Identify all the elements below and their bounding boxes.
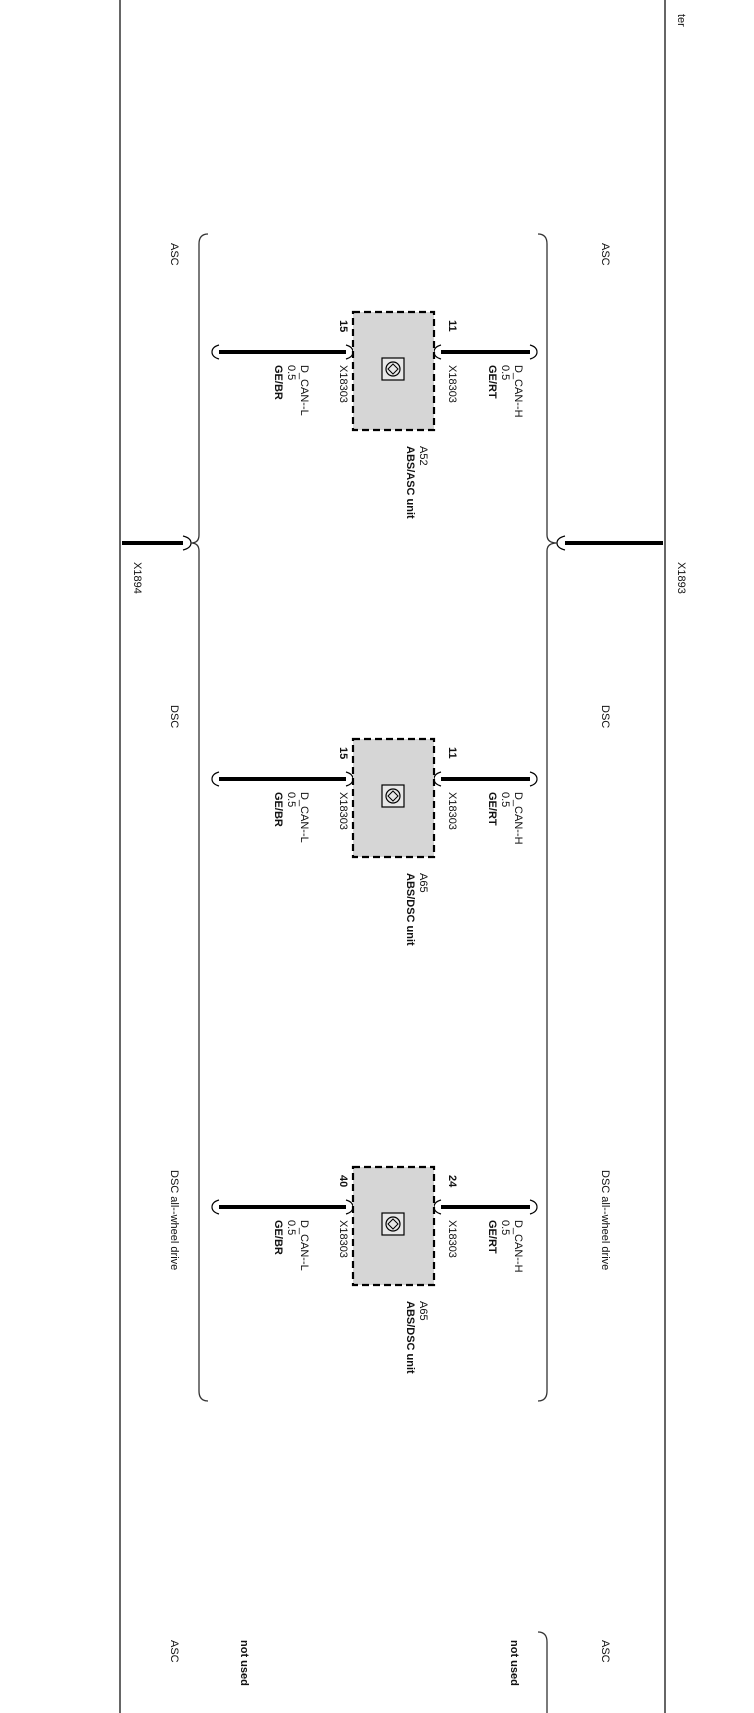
footer-not-used: ASC not used not used ASC	[168, 1631, 611, 1713]
low-connector-id: X18303	[337, 1220, 349, 1258]
low-pin-number: 15	[337, 747, 349, 759]
low-pin-number: 40	[337, 1175, 349, 1187]
low-wire-color: GE/BR	[272, 1220, 284, 1255]
low-signal-name: D_CAN--L	[298, 365, 310, 416]
high-wire-color: GE/RT	[486, 365, 498, 399]
low-wire-color: GE/BR	[272, 792, 284, 827]
splice-connector-right-label: X1893	[675, 562, 687, 594]
high-signal-name: D_CAN--H	[512, 365, 524, 418]
control-unit-icon	[385, 1216, 401, 1232]
variant-asc: ASC ASC 15 X18303 D_CAN--L 0.5 GE/BR 11 …	[168, 243, 611, 519]
footer-not-used-right: not used	[508, 1640, 520, 1686]
control-unit-icon-frame	[381, 1212, 405, 1236]
high-connector-id: X18303	[446, 792, 458, 830]
low-wire-size: 0.5	[285, 1220, 297, 1235]
high-connector-id: X18303	[446, 365, 458, 403]
module-name: ABS/DSC unit	[404, 873, 416, 946]
high-wire-color: GE/RT	[486, 1220, 498, 1254]
variant-dsc: DSC DSC 15 X18303 D_CAN--L 0.5 GE/BR 11 …	[168, 705, 611, 946]
variant-left-label: DSC	[168, 705, 180, 728]
low-wire-size: 0.5	[285, 792, 297, 807]
footer-right-brace	[537, 1631, 548, 1713]
left-variant-brace	[190, 233, 209, 1402]
control-unit-icon	[385, 788, 401, 804]
high-pin-number: 11	[446, 747, 458, 759]
module-code: A65	[417, 873, 429, 893]
variant-right-label: ASC	[599, 243, 611, 266]
can-low-wire-end	[211, 344, 220, 360]
module-name: ABS/ASC unit	[404, 446, 416, 519]
module-name: ABS/DSC unit	[404, 1301, 416, 1374]
low-pin-number: 15	[337, 320, 349, 332]
splice-right-hook	[556, 535, 566, 551]
header-fragment: ter	[675, 14, 687, 27]
high-signal-name: D_CAN--H	[512, 792, 524, 845]
low-wire-size: 0.5	[285, 365, 297, 380]
module-code: A52	[417, 446, 429, 466]
module-code: A65	[417, 1301, 429, 1321]
can-high-wire-end	[529, 771, 538, 787]
high-wire-size: 0.5	[499, 792, 511, 807]
splice-connector-left-label: X1894	[131, 562, 143, 594]
low-connector-id: X18303	[337, 365, 349, 403]
high-wire-color: GE/RT	[486, 792, 498, 826]
high-wire-size: 0.5	[499, 365, 511, 380]
control-unit-icon-mark	[387, 1218, 399, 1230]
footer-not-used-left: not used	[238, 1640, 250, 1686]
can-low-wire-end	[211, 1199, 220, 1215]
variant-right-label: DSC all--wheel drive	[599, 1170, 611, 1270]
footer-variant-left: ASC	[168, 1640, 180, 1663]
low-connector-id: X18303	[337, 792, 349, 830]
high-pin-number: 24	[446, 1175, 458, 1188]
splice-left-hook	[182, 535, 192, 551]
right-variant-brace	[537, 233, 558, 1402]
control-unit-icon-frame	[381, 784, 405, 808]
footer-variant-right: ASC	[599, 1640, 611, 1663]
can-high-wire-end	[529, 1199, 538, 1215]
can-high-wire-end	[529, 344, 538, 360]
variant-right-label: DSC	[599, 705, 611, 728]
high-signal-name: D_CAN--H	[512, 1220, 524, 1273]
variant-left-label: DSC all--wheel drive	[168, 1170, 180, 1270]
low-signal-name: D_CAN--L	[298, 792, 310, 843]
high-pin-number: 11	[446, 320, 458, 332]
high-connector-id: X18303	[446, 1220, 458, 1258]
control-unit-icon-mark	[387, 363, 399, 375]
variant-dsc-awd: DSC all--wheel drive DSC all--wheel driv…	[168, 1165, 611, 1374]
low-wire-color: GE/BR	[272, 365, 284, 400]
control-unit-icon-frame	[381, 357, 405, 381]
variant-left-label: ASC	[168, 243, 180, 266]
low-signal-name: D_CAN--L	[298, 1220, 310, 1271]
control-unit-icon	[385, 361, 401, 377]
high-wire-size: 0.5	[499, 1220, 511, 1235]
control-unit-icon-mark	[387, 790, 399, 802]
can-low-wire-end	[211, 771, 220, 787]
